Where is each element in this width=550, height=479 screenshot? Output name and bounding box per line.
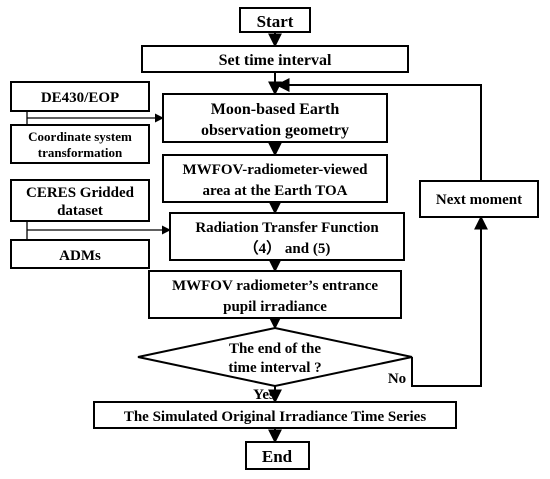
geometry-label-line2: observation geometry: [201, 122, 349, 139]
pupil-label-line1: MWFOV radiometer’s entrance: [172, 278, 378, 294]
adms-label: ADMs: [59, 248, 101, 264]
start-label: Start: [257, 12, 294, 31]
node-decision: The end of the time interval ?: [137, 326, 413, 388]
pupil-label-line2: pupil irradiance: [223, 299, 327, 315]
node-set-time-interval: Set time interval: [141, 45, 409, 73]
area-label-line1: MWFOV-radiometer-viewed: [183, 162, 369, 178]
node-de430-eop: DE430/EOP: [10, 81, 150, 112]
decision-label-line2: time interval ?: [228, 360, 321, 376]
ceres-label-line1: CERES Gridded: [26, 185, 135, 201]
end-label: End: [262, 447, 293, 466]
coord-label-line1: Coordinate system: [28, 129, 132, 144]
node-start: Start: [239, 7, 311, 33]
ceres-label-line2: dataset: [57, 203, 103, 219]
node-simulated-time-series: The Simulated Original Irradiance Time S…: [93, 401, 457, 429]
area-label-line2: area at the Earth TOA: [203, 183, 348, 199]
node-radiation-transfer-function: Radiation Transfer Function （4） and (5): [169, 212, 405, 261]
node-end: End: [245, 441, 310, 470]
next-moment-label: Next moment: [436, 192, 522, 208]
node-entrance-pupil-irradiance: MWFOV radiometer’s entrance pupil irradi…: [148, 270, 402, 319]
coord-label-line2: transformation: [38, 145, 123, 160]
node-adms: ADMs: [10, 239, 150, 269]
node-viewed-area: MWFOV-radiometer-viewed area at the Eart…: [162, 154, 388, 203]
simulated-label: The Simulated Original Irradiance Time S…: [124, 409, 427, 425]
arrow-next-to-geometry: [275, 78, 482, 181]
connectors: [26, 32, 488, 444]
node-ceres-dataset: CERES Gridded dataset: [10, 179, 150, 222]
node-coordinate-transformation: Coordinate system transformation: [10, 124, 150, 164]
de430-label: DE430/EOP: [41, 90, 119, 106]
no-label: No: [388, 371, 406, 387]
decision-label-line1: The end of the: [229, 341, 321, 357]
arrow-no-to-next: [411, 215, 488, 387]
yes-label: Yes: [253, 387, 275, 403]
set-time-label: Set time interval: [219, 52, 332, 69]
rtf-label-line2: （4） and (5): [244, 239, 331, 257]
node-observation-geometry: Moon-based Earth observation geometry: [162, 93, 388, 143]
node-next-moment: Next moment: [419, 180, 539, 218]
geometry-label-line1: Moon-based Earth: [211, 101, 340, 118]
rtf-label-line1: Radiation Transfer Function: [195, 220, 379, 236]
